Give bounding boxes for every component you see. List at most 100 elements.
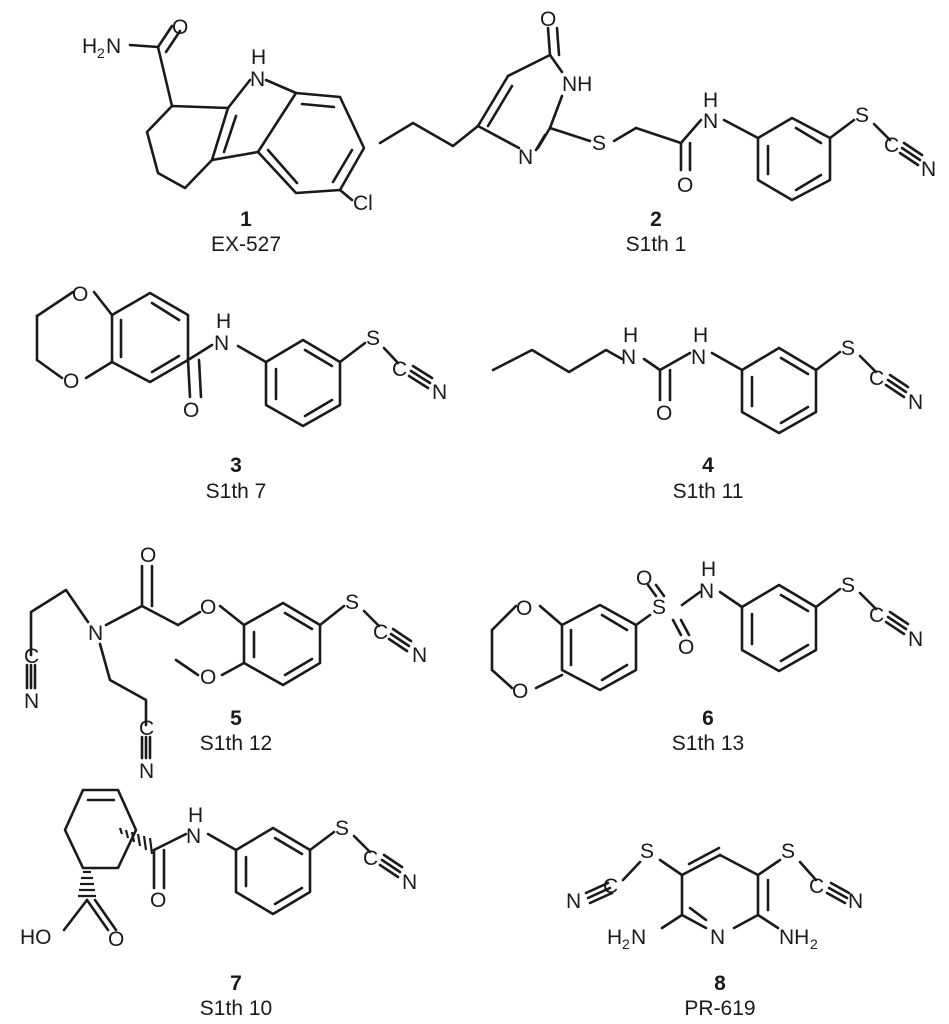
amide-nitrogen-label: N: [106, 35, 121, 58]
dioxane-oxygen-2-label: O: [512, 680, 528, 703]
thiocyanate-sulfur-label: S: [855, 104, 869, 127]
amide-nitrogen-label: N: [214, 332, 229, 355]
amide-h-label: H: [188, 804, 203, 827]
compound-1-structure: O H 2 N H N Cl 1 EX-527: [82, 16, 373, 256]
thiocyanate-carbon-label: C: [869, 367, 884, 390]
carbonyl-oxygen-label: O: [172, 16, 188, 39]
compound-2-number: 2: [650, 208, 662, 231]
urea-h-1-label: H: [623, 324, 638, 347]
compound-4-structure: H N H N O S C N 4 S1th 11: [491, 324, 923, 503]
dioxane-oxygen-1-label: O: [72, 283, 88, 306]
compound-8-number: 8: [714, 972, 726, 995]
left-thiocyanate-carbon-label: C: [603, 875, 618, 898]
thiocyanate-sulfur-label: S: [841, 337, 855, 360]
compound-6-name: S1th 13: [672, 732, 744, 755]
nitrile-1-nitrogen-label: N: [24, 690, 39, 713]
dioxane-oxygen-1-label: O: [516, 597, 532, 620]
compound-4-name: S1th 11: [673, 480, 744, 503]
urea-nitrogen-2-label: N: [691, 346, 706, 369]
amide-nitrogen-h-label: H: [82, 35, 97, 58]
compound-3-name: S1th 7: [206, 480, 267, 503]
thiocyanate-carbon-label: C: [373, 621, 388, 644]
thiocyanate-nitrogen-label: N: [432, 381, 447, 404]
left-amine-nitrogen-label: N: [631, 926, 646, 949]
thiocyanate-nitrogen-label: N: [908, 391, 923, 414]
amide-oxygen-label: O: [183, 399, 199, 422]
nitrile-2-carbon-label: C: [139, 717, 154, 740]
hash-bond-2: [78, 870, 96, 898]
compound-3-structure: O O O H N S C N 3 S1th 7: [35, 283, 447, 503]
thioether-sulfur-label: S: [592, 132, 606, 155]
dioxane-oxygen-2-label: O: [63, 370, 79, 393]
compound-5-name: S1th 12: [200, 732, 272, 755]
tertiary-amine-nitrogen-label: N: [88, 622, 103, 645]
left-amine-h-label: H: [607, 926, 622, 949]
thiocyanate-carbon-label: C: [392, 358, 407, 381]
amide-oxygen-label: O: [150, 889, 166, 912]
compound-2-structure: O NH N S H N O S C N 2 S1th 1: [378, 8, 936, 256]
thiocyanate-sulfur-label: S: [335, 817, 349, 840]
sulfonyl-oxygen-2-label: O: [678, 636, 694, 659]
hash-bond-1: [118, 827, 154, 855]
thiocyanate-carbon-label: C: [884, 134, 899, 157]
sulfonyl-oxygen-1-label: O: [636, 567, 652, 590]
compound-1-name: EX-527: [211, 233, 281, 256]
compound-7-number: 7: [230, 972, 242, 995]
thiocyanate-nitrogen-label: N: [402, 871, 417, 894]
thiocyanate-nitrogen-label: N: [412, 644, 427, 667]
compound-6-structure: O O S O O H N S C N 6 S1th 13: [490, 558, 923, 755]
compound-7-name: S1th 10: [200, 997, 272, 1020]
thiocyanate-sulfur-label: S: [841, 574, 855, 597]
right-thiocyanate-nitrogen-label: N: [848, 890, 863, 913]
thiocyanate-nitrogen-label: N: [921, 158, 936, 181]
compound-5-number: 5: [230, 707, 242, 730]
sulfonamide-h-label: H: [701, 558, 716, 581]
chlorine-label: Cl: [353, 192, 373, 215]
hydroxyl-label: HO: [20, 926, 52, 949]
amide-oxygen-label: O: [140, 544, 156, 567]
methoxy-oxygen-label: O: [200, 666, 216, 689]
urea-nitrogen-1-label: N: [621, 346, 636, 369]
sulfonamide-nitrogen-label: N: [699, 580, 714, 603]
amide-nitrogen-label: N: [703, 110, 718, 133]
acid-carbonyl-oxygen-label: O: [108, 928, 124, 951]
amide-h-label: H: [703, 89, 718, 112]
left-sulfur-label: S: [640, 840, 654, 863]
compound-8-structure: S C N S C N N H 2 N NH 2 8 PR-619: [566, 840, 863, 1020]
compound-8-name: PR-619: [684, 997, 755, 1020]
right-amine-label: NH: [779, 926, 809, 949]
thiocyanate-sulfur-label: S: [366, 327, 380, 350]
indole-nitrogen-label: N: [250, 68, 265, 91]
compound-6-number: 6: [702, 707, 714, 730]
pyrimidinone-oxygen-label: O: [540, 8, 556, 31]
pyridine-nitrogen-label: N: [710, 926, 725, 949]
amide-nitrogen-label: N: [186, 825, 201, 848]
nitrile-2-nitrogen-label: N: [139, 760, 154, 783]
thiocyanate-nitrogen-label: N: [908, 628, 923, 651]
urea-h-2-label: H: [693, 324, 708, 347]
right-thiocyanate-carbon-label: C: [809, 875, 824, 898]
compound-5-structure: N O O O C N C N S C N 5 S1th 12: [24, 544, 427, 783]
nitrile-1-carbon-label: C: [24, 645, 39, 668]
urea-oxygen-label: O: [656, 402, 672, 425]
compound-3-number: 3: [230, 454, 242, 477]
sulfonyl-sulfur-label: S: [652, 596, 666, 619]
right-amine-subscript: 2: [810, 936, 818, 952]
compound-1-number: 1: [240, 208, 252, 231]
amide-h-label: H: [216, 310, 231, 333]
thiocyanate-carbon-label: C: [869, 604, 884, 627]
right-sulfur-label: S: [781, 840, 795, 863]
pyrimidinone-nh-label: NH: [562, 73, 592, 96]
left-amine-subscript: 2: [622, 936, 630, 952]
pyrimidine-nitrogen-label: N: [518, 146, 533, 169]
amide-nitrogen-subscript: 2: [97, 45, 105, 61]
left-thiocyanate-nitrogen-label: N: [566, 890, 581, 913]
ether-oxygen-label: O: [200, 596, 216, 619]
thiocyanate-carbon-label: C: [363, 847, 378, 870]
compound-7-structure: H N O HO O S C N 7 S1th 10: [20, 788, 417, 1020]
compound-2-name: S1th 1: [626, 233, 687, 256]
thiocyanate-sulfur-label: S: [345, 591, 359, 614]
amide-oxygen-label: O: [677, 174, 693, 197]
compound-4-number: 4: [702, 454, 714, 477]
